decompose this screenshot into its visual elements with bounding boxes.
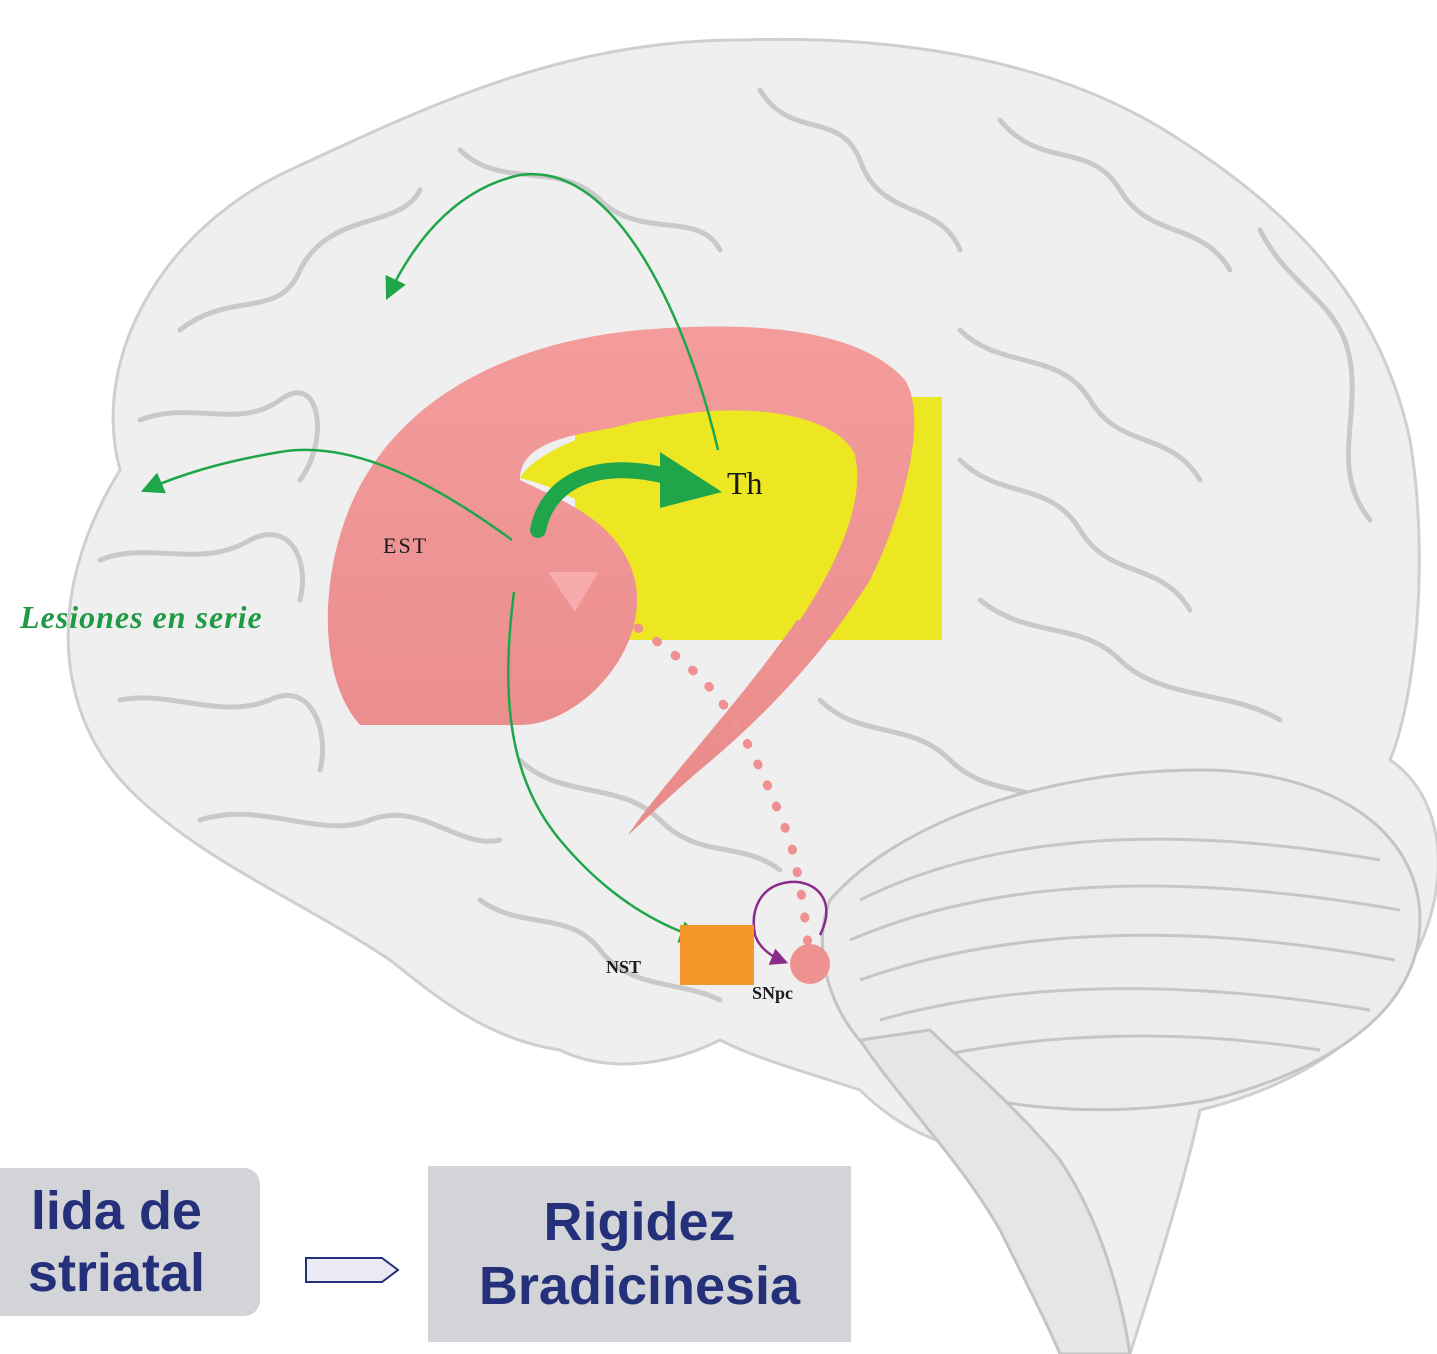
striatum-label: EST xyxy=(383,533,428,558)
dopamine-loss-line-2: striatal xyxy=(28,1242,205,1304)
snpc-label: SNpc xyxy=(752,983,793,1003)
thalamus-label: Th xyxy=(727,465,763,501)
nst-box xyxy=(680,925,754,985)
symptom-bradykinesia: Bradicinesia xyxy=(479,1254,800,1318)
nst-label: NST xyxy=(606,957,641,977)
symptoms-box: Rigidez Bradicinesia xyxy=(428,1166,851,1342)
result-arrow xyxy=(302,1252,402,1288)
lesions-label: Lesiones en serie xyxy=(19,599,263,635)
dopamine-loss-line-1: lida de xyxy=(28,1180,205,1242)
symptom-rigidity: Rigidez xyxy=(479,1190,800,1254)
snpc-circle xyxy=(790,944,830,984)
dopamine-loss-box: lida de striatal xyxy=(0,1168,260,1316)
